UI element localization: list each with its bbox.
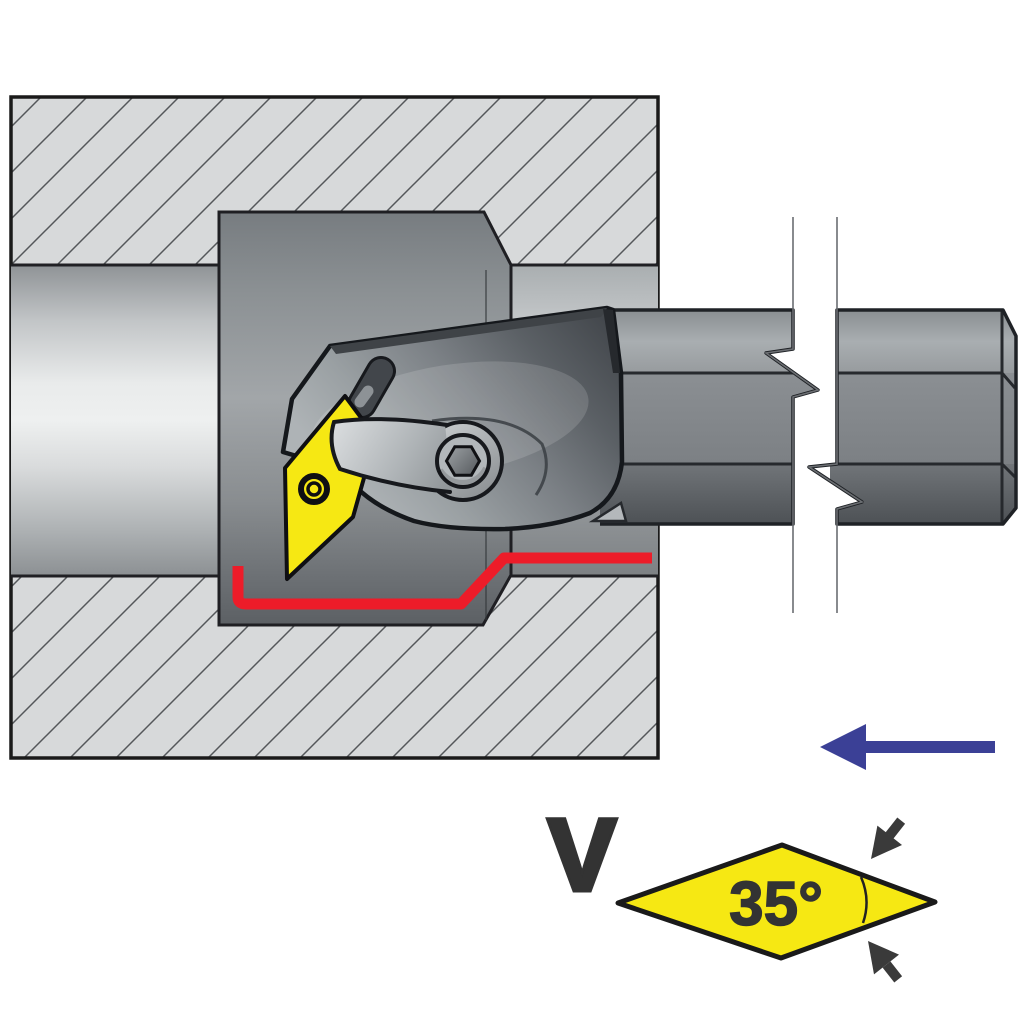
nose-angle-pointer-upper-icon [871,825,902,859]
nose-angle-label: 35° [729,870,823,939]
toolpath-profile-line [232,552,652,610]
bore-right-edges [509,263,658,578]
head-slot [347,356,396,419]
break-line-right [806,217,864,613]
clamp-recess-edge [431,416,548,496]
insert-screw-hole-outer [298,473,330,505]
shank-right-segment [807,308,1018,526]
bore-left-edges [11,263,221,578]
break-line-left [763,217,820,613]
head-top-facet [330,308,607,354]
shank-left-segment [600,308,820,526]
break-symbol-lines [763,217,864,613]
clamp-arm-outline [329,417,452,494]
insert-code-label: V [548,798,616,912]
recess-sliver [588,501,628,523]
boss-shadow [437,466,489,486]
bore-left-surface [11,265,221,576]
insert-clamp [329,417,504,502]
nose-angle-pointers [868,817,906,983]
nose-angle-arc [859,876,868,924]
feed-direction-arrow-icon [820,724,995,770]
nose-angle-pointer-upper-tail [885,817,906,839]
hex-socket-icon [444,445,482,477]
nose-angle-pointer-lower-icon [868,941,899,975]
insert-shape-symbol: 35° [615,817,938,983]
insert-screw-hole-inner [306,481,322,497]
head-shank-junction [603,309,620,373]
nose-angle-pointer-lower-tail [882,961,903,983]
diamond-35deg-shape [615,842,938,961]
